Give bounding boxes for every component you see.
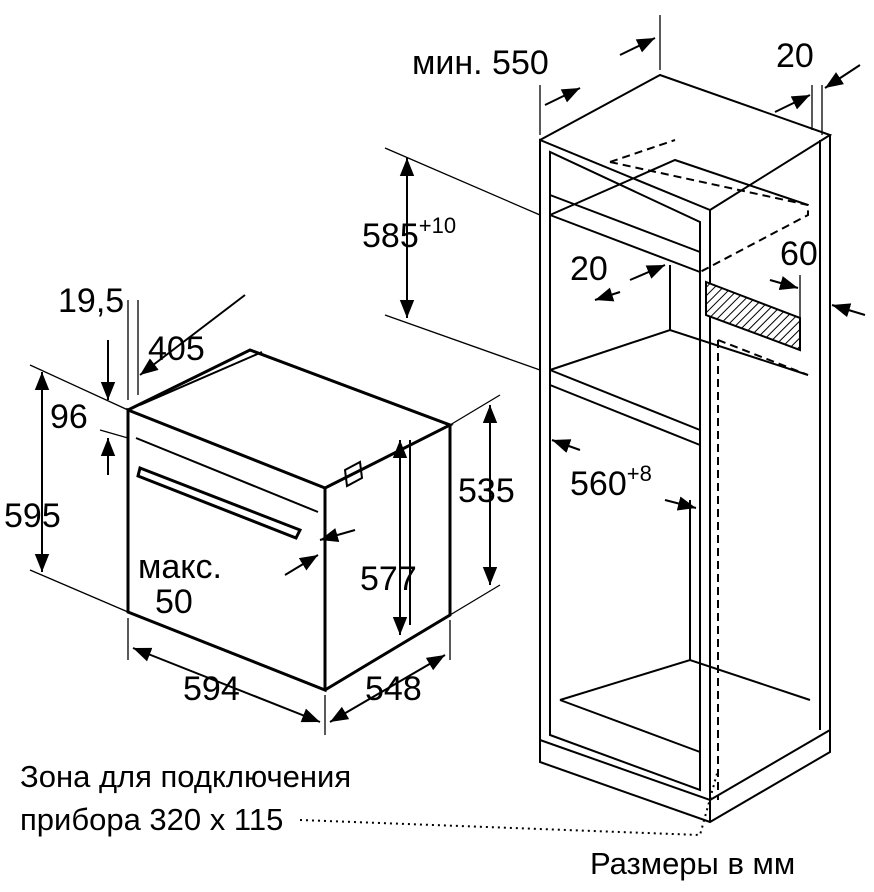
- dim-595: 595: [4, 497, 61, 535]
- dim-min-550: мин. 550: [412, 44, 549, 82]
- connection-zone-line1: Зона для подключения: [20, 759, 351, 794]
- dim-60: 60: [780, 235, 818, 273]
- dim-585: 585+10: [362, 213, 456, 255]
- dim-594: 594: [183, 670, 240, 708]
- dim-19-5: 19,5: [58, 282, 124, 320]
- cabinet-drawing: [539, 73, 833, 824]
- dim-96: 96: [50, 398, 88, 436]
- dim-405: 405: [148, 330, 205, 368]
- connection-zone-line2: прибора 320 x 115: [20, 802, 283, 837]
- oven-drawing: [126, 348, 454, 693]
- dim-20-inner: 20: [570, 250, 608, 288]
- dim-20-top: 20: [776, 37, 814, 75]
- dim-max-label: макс.: [138, 548, 222, 586]
- dim-max-value: 50: [155, 583, 193, 621]
- units-caption: Размеры в мм: [590, 846, 795, 881]
- oven-dimension-lines: [29, 294, 501, 735]
- dim-548: 548: [365, 670, 422, 708]
- dim-577: 577: [360, 560, 417, 598]
- dim-535: 535: [458, 472, 515, 510]
- dim-560: 560+8: [570, 461, 652, 503]
- cabinet-dimension-lines: [299, 15, 866, 837]
